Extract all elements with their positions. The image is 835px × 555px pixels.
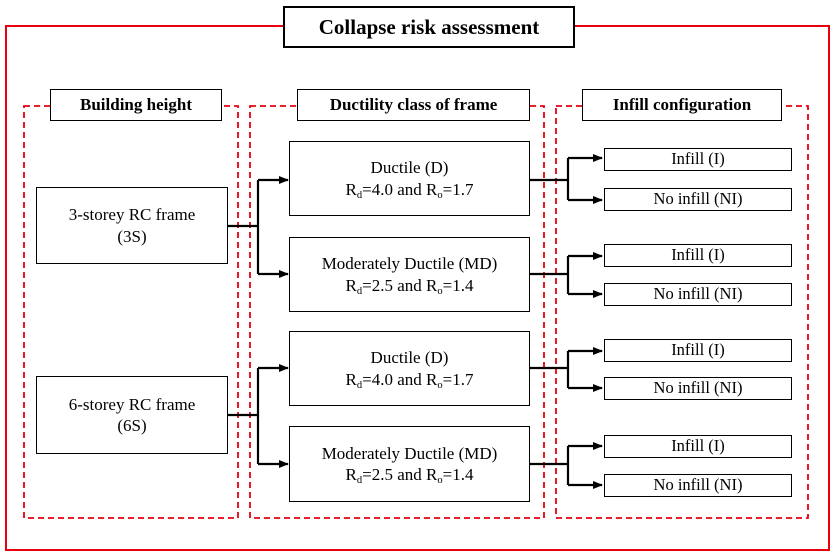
building-6s-name: 6-storey RC frame bbox=[68, 394, 196, 414]
ductility-params: Rd=4.0 and Ro=1.7 bbox=[345, 179, 474, 201]
ductility-params: Rd=2.5 and Ro=1.4 bbox=[345, 275, 474, 297]
connector-3s bbox=[228, 180, 260, 274]
building-6s-code: (6S) bbox=[117, 416, 147, 435]
infill-box: Infill (I) bbox=[604, 244, 792, 267]
group-building-height bbox=[23, 105, 239, 519]
ductility-name: Ductile (D) bbox=[370, 348, 449, 368]
ductility-name: Ductile (D) bbox=[370, 158, 449, 178]
header-building-height: Building height bbox=[50, 89, 222, 121]
ductility-name: Moderately Ductile (MD) bbox=[321, 254, 498, 274]
no-infill-box: No infill (NI) bbox=[604, 283, 792, 306]
building-6s-box: 6-storey RC frame (6S) bbox=[36, 376, 228, 454]
no-infill-box: No infill (NI) bbox=[604, 188, 792, 211]
ductility-box-3: Ductile (D) Rd=4.0 and Ro=1.7 bbox=[289, 331, 530, 406]
connector-md2 bbox=[530, 446, 570, 485]
connector-d1 bbox=[530, 158, 570, 200]
ductility-box-4: Moderately Ductile (MD) Rd=2.5 and Ro=1.… bbox=[289, 426, 530, 502]
building-3s-box: 3-storey RC frame (3S) bbox=[36, 187, 228, 264]
header-ductility-class: Ductility class of frame bbox=[297, 89, 530, 121]
building-3s-name: 3-storey RC frame bbox=[68, 205, 196, 225]
no-infill-box: No infill (NI) bbox=[604, 377, 792, 400]
building-3s-code: (3S) bbox=[117, 226, 147, 246]
ductility-box-1: Ductile (D) Rd=4.0 and Ro=1.7 bbox=[289, 141, 530, 216]
diagram-title: Collapse risk assessment bbox=[283, 6, 575, 48]
ductility-name: Moderately Ductile (MD) bbox=[321, 443, 498, 463]
ductility-params: Rd=2.5 and Ro=1.4 bbox=[345, 465, 474, 487]
ductility-box-2: Moderately Ductile (MD) Rd=2.5 and Ro=1.… bbox=[289, 237, 530, 312]
infill-box: Infill (I) bbox=[604, 148, 792, 171]
connector-d2 bbox=[530, 351, 570, 388]
infill-box: Infill (I) bbox=[604, 339, 792, 362]
ductility-params: Rd=4.0 and Ro=1.7 bbox=[345, 369, 474, 391]
group-ductility-class bbox=[249, 105, 545, 519]
no-infill-box: No infill (NI) bbox=[604, 474, 792, 497]
connector-md1 bbox=[530, 256, 570, 294]
header-infill-configuration: Infill configuration bbox=[582, 89, 782, 121]
connector-6s bbox=[228, 368, 260, 464]
infill-box: Infill (I) bbox=[604, 435, 792, 458]
